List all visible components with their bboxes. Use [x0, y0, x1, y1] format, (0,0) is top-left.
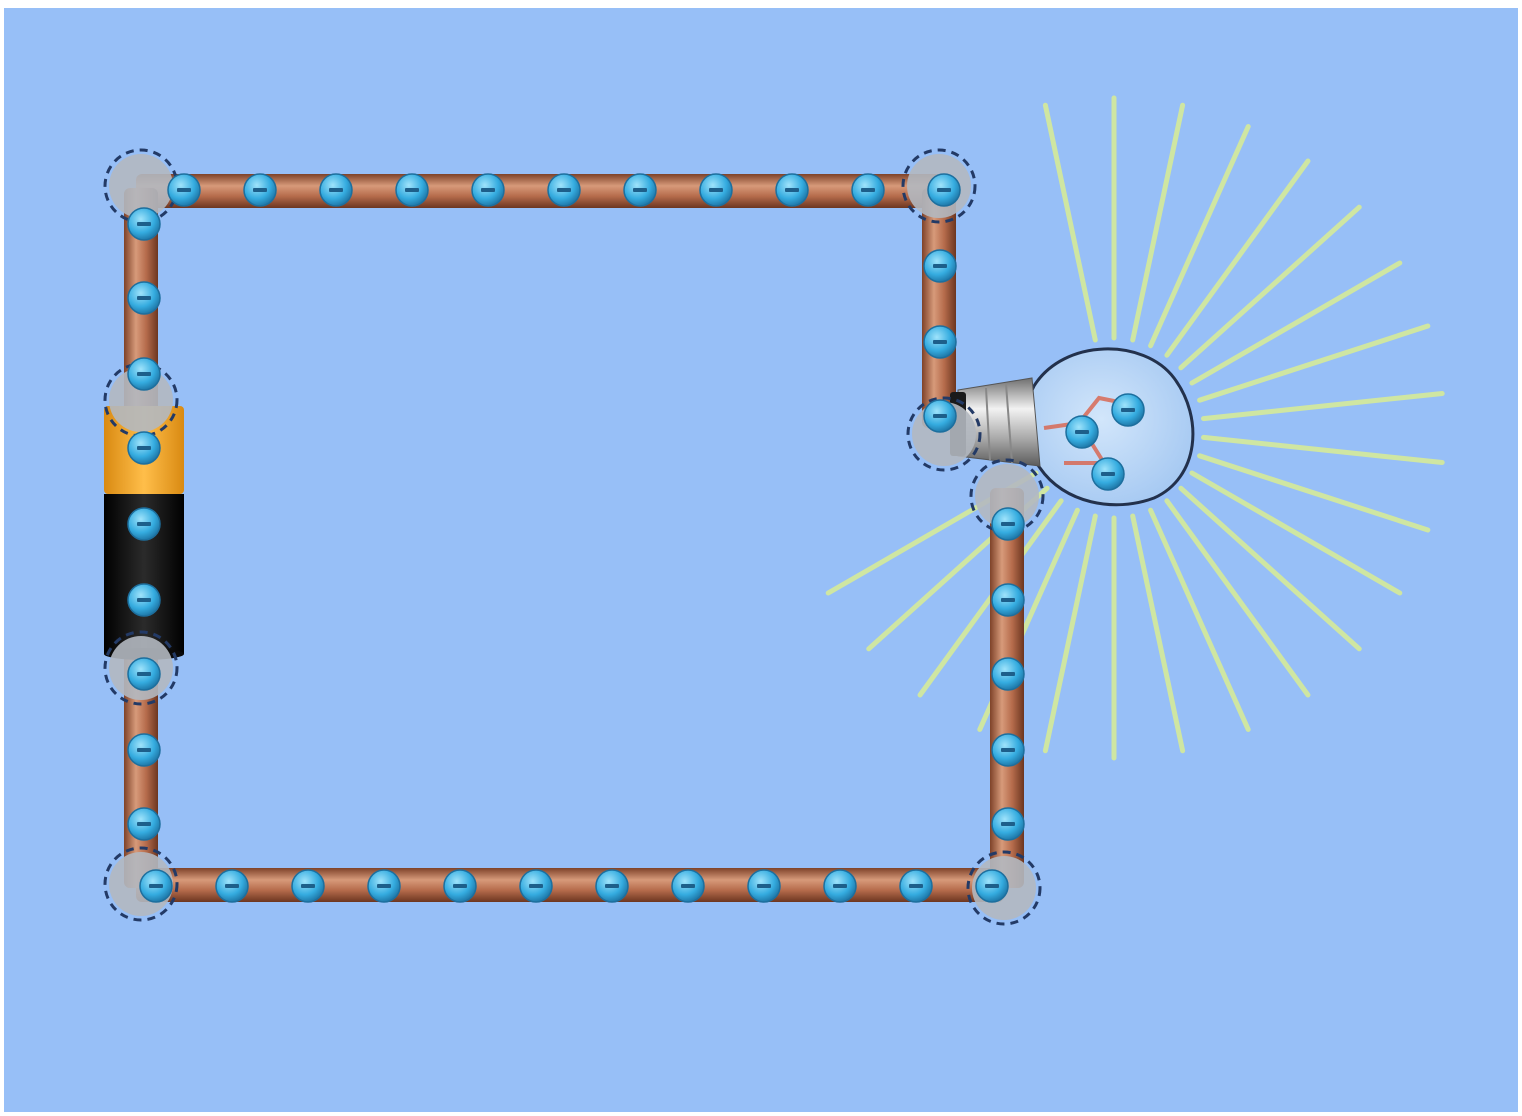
light-ray — [1201, 434, 1445, 465]
electron-minus-icon — [471, 173, 505, 207]
light-ray — [1164, 158, 1311, 358]
electron-minus-icon — [127, 507, 161, 541]
electron-minus-icon — [991, 807, 1025, 841]
electron-minus-icon — [991, 507, 1025, 541]
electron-minus-icon — [851, 173, 885, 207]
light-ray — [1178, 204, 1362, 371]
electron-minus-icon — [367, 869, 401, 903]
electron-flow — [127, 173, 1145, 903]
circuit-canvas — [4, 8, 1518, 1112]
electron-minus-icon — [167, 173, 201, 207]
electron-minus-icon — [991, 583, 1025, 617]
electron-minus-icon — [775, 173, 809, 207]
electron-minus-icon — [1065, 415, 1099, 449]
electron-minus-icon — [595, 869, 629, 903]
electron-minus-icon — [899, 869, 933, 903]
electron-minus-icon — [127, 357, 161, 391]
electron-minus-icon — [215, 869, 249, 903]
electron-minus-icon — [699, 173, 733, 207]
electron-minus-icon — [127, 807, 161, 841]
electron-minus-icon — [1091, 457, 1125, 491]
light-rays — [825, 95, 1445, 761]
electron-minus-icon — [127, 733, 161, 767]
electron-minus-icon — [139, 869, 173, 903]
electron-minus-icon — [127, 657, 161, 691]
electron-minus-icon — [291, 869, 325, 903]
electron-minus-icon — [991, 733, 1025, 767]
light-ray — [1130, 102, 1186, 343]
electron-minus-icon — [1111, 393, 1145, 427]
electron-minus-icon — [823, 869, 857, 903]
simulation-background — [4, 8, 1518, 1112]
wire-right-upper — [922, 188, 956, 428]
electron-minus-icon — [623, 173, 657, 207]
electron-minus-icon — [923, 325, 957, 359]
electron-minus-icon — [127, 431, 161, 465]
electron-minus-icon — [547, 173, 581, 207]
electron-minus-icon — [671, 869, 705, 903]
circuit-simulation — [4, 8, 1518, 1112]
light-ray — [1189, 260, 1403, 386]
light-ray — [1148, 507, 1251, 732]
light-ray — [1189, 470, 1403, 596]
light-ray — [1164, 498, 1311, 698]
electron-minus-icon — [975, 869, 1009, 903]
electron-minus-icon — [127, 583, 161, 617]
electron-minus-icon — [747, 869, 781, 903]
light-ray — [1042, 513, 1098, 754]
electron-minus-icon — [127, 281, 161, 315]
electron-minus-icon — [927, 173, 961, 207]
light-ray — [1130, 513, 1186, 754]
electron-minus-icon — [519, 869, 553, 903]
light-ray — [1197, 323, 1431, 403]
electron-minus-icon — [923, 249, 957, 283]
light-ray — [1178, 485, 1362, 652]
electron-minus-icon — [395, 173, 429, 207]
electron-minus-icon — [443, 869, 477, 903]
electron-minus-icon — [243, 173, 277, 207]
electron-minus-icon — [127, 207, 161, 241]
light-ray — [1148, 124, 1251, 349]
electron-minus-icon — [923, 399, 957, 433]
light-ray — [1042, 102, 1098, 343]
electron-minus-icon — [991, 657, 1025, 691]
wire-bottom — [136, 868, 1004, 902]
electron-minus-icon — [319, 173, 353, 207]
light-ray — [1201, 391, 1445, 422]
light-ray — [1197, 453, 1431, 533]
